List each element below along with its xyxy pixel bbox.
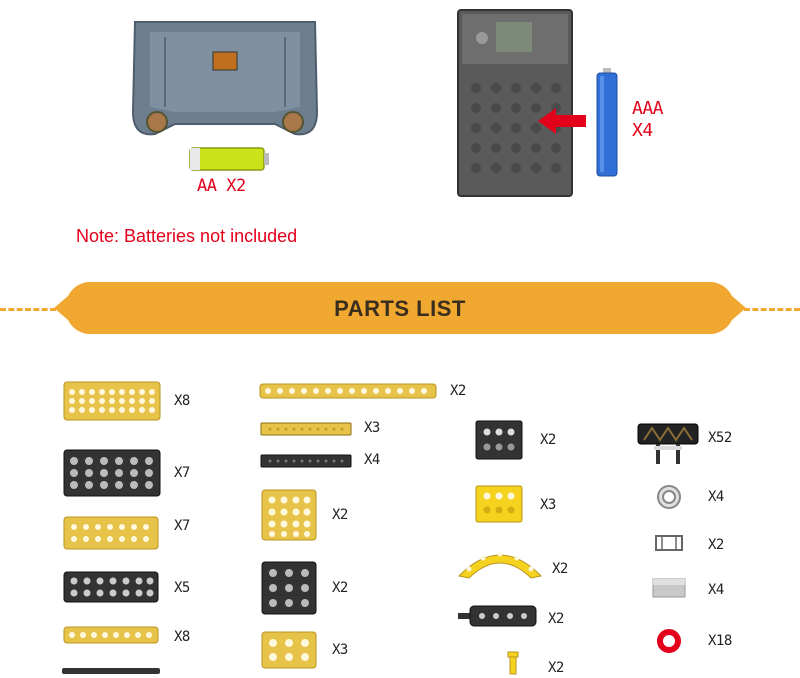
part-square-plate-black [260, 560, 318, 616]
banner-dash-left [0, 308, 56, 311]
part-flat-beam-yellow [260, 421, 352, 436]
part-beam-black-partial [62, 668, 160, 674]
aa-battery-label: AA X2 [197, 176, 246, 196]
part-brick-yellow [474, 484, 524, 524]
arrow-left-icon [538, 108, 588, 134]
part-qty-c2-4: X2 [332, 507, 348, 523]
batteries-note: Note: Batteries not included [76, 226, 298, 246]
parts-list-title: PARTS LIST [334, 296, 466, 321]
part-arc-beam-yellow [455, 544, 545, 580]
part-qty-c3-1: X2 [540, 432, 556, 448]
part-qty-c4-5: X18 [708, 633, 732, 649]
part-block-gray [652, 578, 686, 598]
aaa-battery-box-image [456, 8, 574, 198]
part-qty-c1-4: X5 [174, 580, 190, 596]
part-led-module-black [636, 422, 700, 466]
part-beam-plate-black-large [62, 448, 162, 498]
part-beam-plate-yellow-medium [62, 515, 160, 551]
part-qty-c4-3: X2 [708, 537, 724, 553]
aa-battery-holder-image [125, 12, 325, 147]
part-beam-plate-black-medium [62, 570, 160, 604]
part-beam-plate-yellow-large [62, 380, 162, 422]
part-qty-c3-4: X2 [548, 611, 564, 627]
part-bushing-gray [656, 484, 682, 510]
part-qty-c2-3: X4 [364, 452, 380, 468]
aaa-battery-icon [595, 68, 619, 178]
part-brick-black [474, 419, 524, 461]
part-qty-c1-5: X8 [174, 629, 190, 645]
part-axle-yellow [506, 651, 520, 675]
part-square-plate-yellow [260, 488, 318, 542]
part-rubber-ring-red [656, 628, 682, 654]
part-qty-c2-6: X3 [332, 642, 348, 658]
part-qty-c3-3: X2 [552, 561, 568, 577]
part-qty-c3-2: X3 [540, 497, 556, 513]
parts-list-banner [54, 280, 746, 336]
part-qty-c1-3: X7 [174, 518, 190, 534]
part-small-plate-yellow [260, 630, 318, 670]
part-flat-beam-black [260, 453, 352, 468]
part-connector-peg-gray [654, 534, 684, 552]
part-qty-c4-1: X52 [708, 430, 732, 446]
part-qty-c1-2: X7 [174, 465, 190, 481]
part-qty-c3-5: X2 [548, 660, 564, 676]
part-qty-c4-4: X4 [708, 582, 724, 598]
part-connector-beam-black [458, 604, 538, 628]
part-qty-c4-2: X4 [708, 489, 724, 505]
part-qty-c2-1: X2 [450, 383, 466, 399]
part-qty-c1-1: X8 [174, 393, 190, 409]
part-qty-c2-5: X2 [332, 580, 348, 596]
banner-dash-right [744, 308, 800, 311]
aaa-battery-label-qty: X4 [632, 120, 653, 141]
part-beam-yellow-short [62, 625, 160, 645]
aa-battery-icon [188, 146, 270, 172]
aaa-battery-label-type: AAA [632, 98, 664, 119]
part-qty-c2-2: X3 [364, 420, 380, 436]
part-beam-yellow-long [258, 381, 438, 401]
